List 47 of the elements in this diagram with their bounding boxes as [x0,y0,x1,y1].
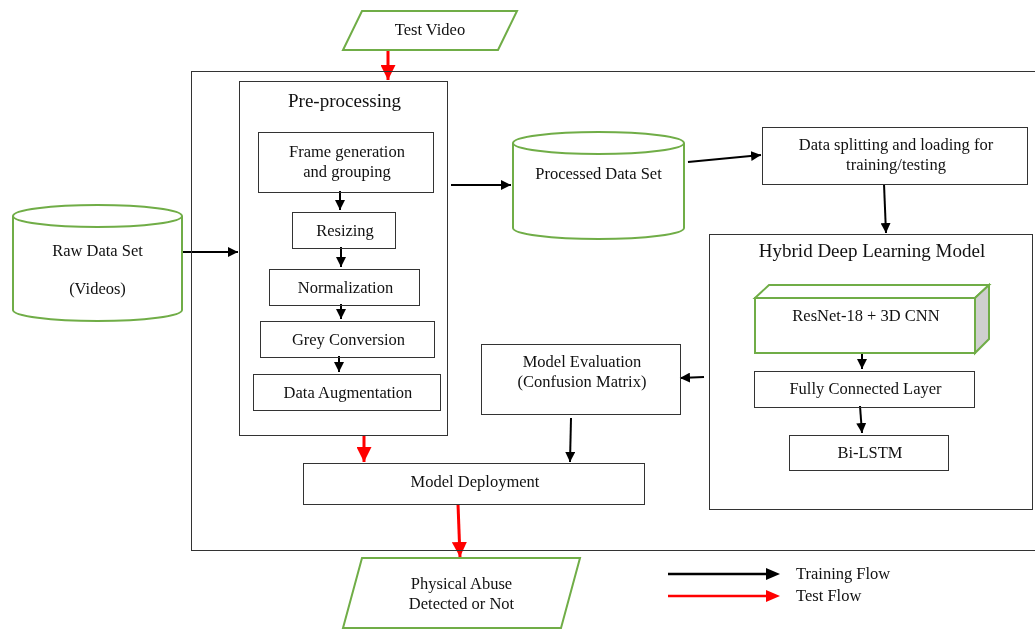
box-label: Data Augmentation [282,383,414,403]
arrow [450,180,512,190]
box-label: Fully Connected Layer [788,379,943,399]
group-box [239,81,448,436]
box-label: Raw Data Set [51,241,144,261]
legend-label: Test Flow [796,586,862,606]
arrow [451,503,467,558]
arrow [856,405,867,434]
process-box [303,463,645,505]
box-label: Physical Abuse Detected or Not [407,574,516,614]
box-label: Processed Data Set [534,164,663,184]
arrow [880,183,891,234]
arrow [687,151,762,163]
group-heading: Hybrid Deep Learning Model [757,240,987,262]
arrow [679,372,705,383]
arrow [565,417,576,463]
arrow [380,51,396,80]
arrow [182,247,239,257]
process-box [269,269,420,306]
group-heading: Pre-processing [287,90,402,112]
box-label: Bi-LSTM [836,443,904,463]
arrow [336,246,346,268]
process-box [258,132,434,193]
box-label: Resizing [315,221,375,241]
process-box [481,344,681,415]
box-label: Data splitting and loading for training/testing [797,135,995,175]
box-label: Test Video [393,20,467,40]
arrow [335,190,345,211]
box-label: Grey Conversion [290,330,407,350]
process-box [292,212,396,249]
process-box [789,435,949,471]
box-label: Model Evaluation (Confusion Matrix) [516,352,648,392]
box-label: Model Deployment [409,472,541,492]
box-label: Normalization [296,278,395,298]
process-box [253,374,441,411]
process-box [762,127,1028,185]
process-box [260,321,435,358]
box-label: Frame generation and grouping [288,142,406,182]
box-label: ResNet-18 + 3D CNN [791,306,941,326]
arrow [334,355,344,373]
legend-label: Training Flow [796,564,891,584]
arrow [336,303,346,320]
frame-box [191,71,1035,551]
process-box [754,371,975,408]
arrow [356,435,372,462]
box-label: (Videos) [68,279,127,299]
group-box [709,234,1033,510]
